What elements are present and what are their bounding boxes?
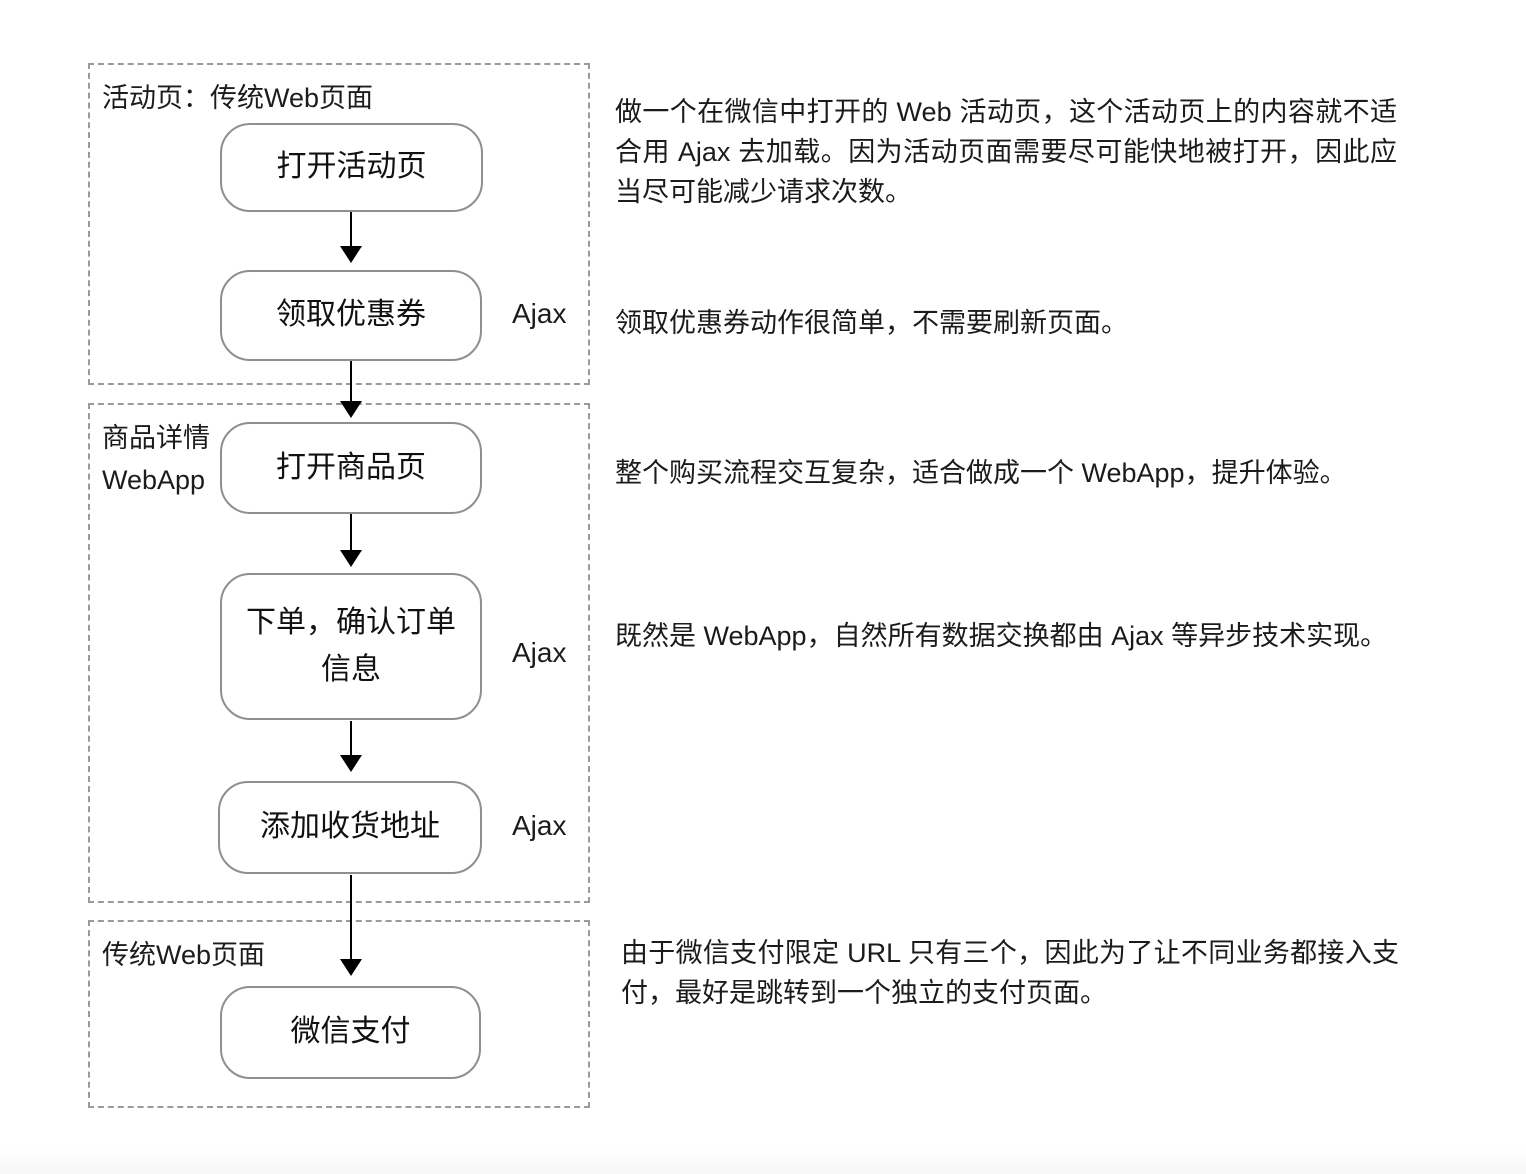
section-activity-page-label: 活动页：传统Web页面: [102, 77, 373, 119]
node-place-order-confirm: 下单，确认订单信息: [220, 573, 482, 720]
arrow-down-icon: [340, 755, 362, 772]
arrow-line: [350, 721, 352, 757]
node-label: 下单，确认订单信息: [246, 606, 456, 686]
section-activity-page: 活动页：传统Web页面: [88, 63, 590, 385]
node-wechat-pay: 微信支付: [220, 986, 481, 1079]
annotation-webapp: 整个购买流程交互复杂，适合做成一个 WebApp，提升体验。: [615, 458, 1347, 488]
node-label: 打开商品页: [276, 450, 426, 484]
ajax-tag: Ajax: [512, 637, 567, 668]
arrow-down-icon: [340, 550, 362, 567]
node-label: 打开活动页: [276, 150, 427, 184]
arrow-line: [350, 212, 352, 248]
node-label: 添加收货地址: [260, 810, 440, 844]
arrow-down-icon: [340, 246, 362, 263]
section-label-line: WebApp: [102, 465, 206, 495]
section-payment-page-label: 传统Web页面: [102, 934, 265, 976]
section-label-line: 活动页：传统Web页面: [102, 83, 374, 113]
section-product-detail: 商品详情 WebApp: [88, 403, 590, 903]
section-product-detail-label: 商品详情 WebApp: [102, 417, 210, 501]
annotation-payment-url: 由于微信支付限定 URL 只有三个，因此为了让不同业务都接入支付，最好是跳转到一…: [621, 938, 1399, 1008]
node-open-activity-page: 打开活动页: [220, 123, 483, 212]
bottom-edge-shade: [0, 1148, 1526, 1174]
node-claim-coupon: 领取优惠券: [220, 270, 482, 361]
annotation-claim-coupon: 领取优惠券动作很简单，不需要刷新页面。: [615, 308, 1128, 338]
annotation-activity-page: 做一个在微信中打开的 Web 活动页，这个活动页上的内容就不适合用 Ajax 去…: [615, 97, 1397, 207]
annotation-ajax-exchange: 既然是 WebApp，自然所有数据交换都由 Ajax 等异步技术实现。: [615, 621, 1388, 651]
arrow-down-icon: [340, 401, 362, 418]
node-add-shipping-address: 添加收货地址: [218, 781, 482, 874]
ajax-tag: Ajax: [512, 810, 567, 841]
section-label-line: 商品详情: [102, 423, 210, 453]
arrow-line: [350, 361, 352, 403]
arrow-line: [350, 875, 352, 961]
section-label-line: 传统Web页面: [102, 940, 266, 970]
node-label: 微信支付: [290, 1015, 411, 1049]
arrow-line: [350, 514, 352, 552]
node-open-product-page: 打开商品页: [220, 422, 482, 514]
node-label: 领取优惠券: [276, 298, 426, 332]
arrow-down-icon: [340, 959, 362, 976]
section-payment-page: 传统Web页面: [88, 920, 590, 1108]
ajax-tag: Ajax: [512, 298, 567, 329]
